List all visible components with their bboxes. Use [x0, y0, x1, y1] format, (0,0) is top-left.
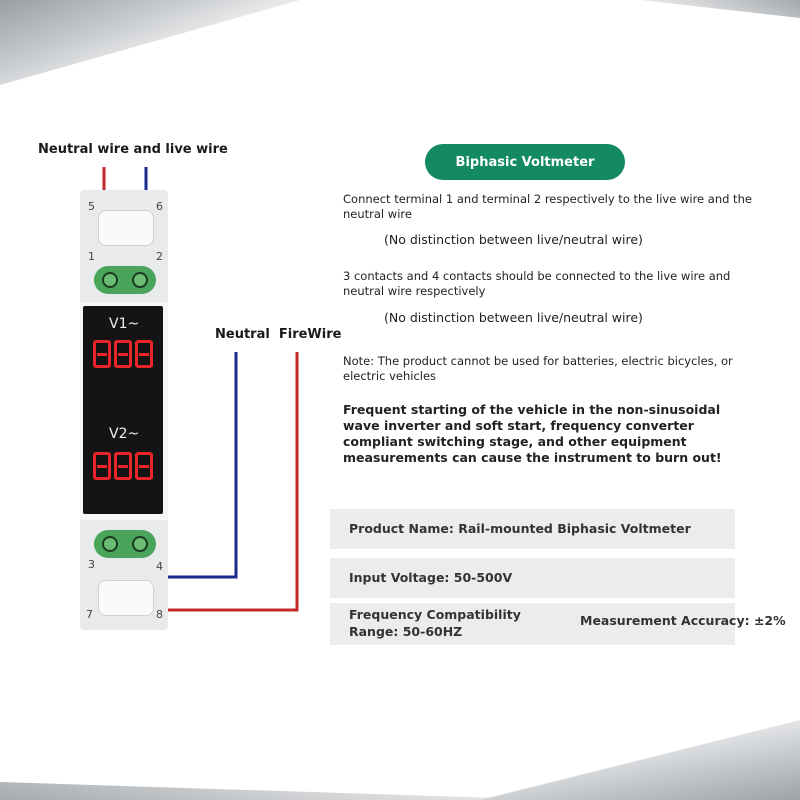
display-1-digits [93, 340, 153, 368]
product-title-badge: Biphasic Voltmeter [425, 144, 625, 180]
spec-input-voltage-row: Input Voltage: 50-500V [330, 558, 735, 598]
usage-note: Note: The product cannot be used for bat… [343, 354, 733, 383]
terminal-number-2: 2 [156, 250, 163, 263]
led-digit [114, 452, 132, 480]
led-digit [114, 340, 132, 368]
screw-terminal-4 [132, 536, 148, 552]
terminal-number-7: 7 [86, 608, 93, 621]
display-2-digits [93, 452, 153, 480]
display-1-label: V1~ [109, 316, 140, 332]
led-digit [135, 340, 153, 368]
instruction-contacts-3-4: 3 contacts and 4 contacts should be conn… [343, 269, 731, 298]
spec-frequency-row: Frequency Compatibility Range: 50-60HZ [330, 603, 735, 645]
background-corner [0, 782, 560, 800]
burnout-warning: Frequent starting of the vehicle in the … [343, 402, 722, 465]
background-corner [480, 720, 800, 800]
screw-terminal-1 [102, 272, 118, 288]
instruction-note-1: (No distinction between live/neutral wir… [384, 232, 643, 247]
display-2-label: V2~ [109, 426, 140, 442]
mounting-slot-bottom [98, 580, 154, 616]
led-digit [93, 452, 111, 480]
terminal-number-5: 5 [88, 200, 95, 213]
instruction-terminals-1-2: Connect terminal 1 and terminal 2 respec… [343, 192, 752, 221]
screw-terminal-3 [102, 536, 118, 552]
mounting-slot-top [98, 210, 154, 246]
background-corner [0, 0, 300, 85]
terminal-number-4: 4 [156, 560, 163, 573]
instruction-note-2: (No distinction between live/neutral wir… [384, 310, 643, 325]
terminal-number-8: 8 [156, 608, 163, 621]
terminal-number-3: 3 [88, 558, 95, 571]
led-digit [135, 452, 153, 480]
wires-label-bottom: Neutral FireWire [215, 327, 342, 342]
wires-label-top: Neutral wire and live wire [38, 142, 228, 157]
terminal-block-bottom [94, 530, 156, 558]
spec-input-voltage: Input Voltage: 50-500V [349, 570, 513, 585]
spec-frequency: Frequency Compatibility Range: 50-60HZ [349, 607, 521, 639]
led-digit [93, 340, 111, 368]
lcd-screen: V1~ V2~ [83, 306, 163, 514]
spec-product-name-row: Product Name: Rail-mounted Biphasic Volt… [330, 509, 735, 549]
terminal-number-1: 1 [88, 250, 95, 263]
spec-accuracy: Measurement Accuracy: ±2% [580, 613, 786, 628]
screw-terminal-2 [132, 272, 148, 288]
terminal-number-6: 6 [156, 200, 163, 213]
terminal-block-top [94, 266, 156, 294]
voltmeter-device: 5 6 1 2 V1~ V2~ 3 4 7 8 [80, 190, 168, 630]
spec-product-name: Product Name: Rail-mounted Biphasic Volt… [349, 521, 691, 536]
background-corner [640, 0, 800, 18]
